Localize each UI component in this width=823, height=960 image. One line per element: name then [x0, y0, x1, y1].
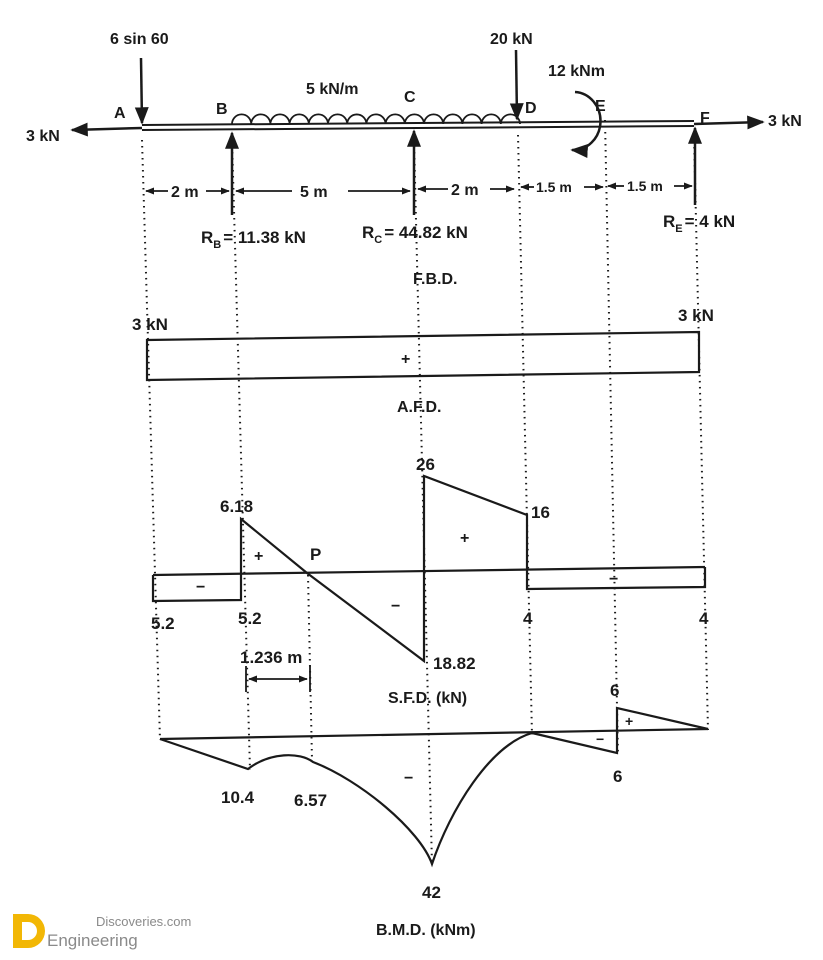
beam-bottom-edge — [141, 125, 695, 131]
guide-line-e — [604, 119, 619, 756]
sfd-baseline — [152, 565, 706, 577]
point-load-arrow-a — [134, 57, 149, 125]
bmd-negative-curve — [159, 731, 533, 868]
bmd-baseline — [159, 727, 709, 741]
bmd-title: B.M.D. (kNm) — [376, 922, 476, 939]
sfd-sign-plus-b: + — [254, 548, 263, 565]
logo-icon — [13, 914, 45, 948]
sfd-label-52-right: 5.2 — [238, 609, 262, 628]
beam-top-edge — [141, 120, 695, 126]
sfd-label-p: P — [310, 545, 321, 564]
bmd-sign-minus-e: − — [596, 731, 604, 747]
bmd-e-segment — [531, 706, 709, 755]
reaction-label-c: RC= 44.82 kN — [362, 223, 468, 246]
guide-line-d — [517, 134, 533, 736]
point-label-e: E — [595, 98, 606, 115]
point-label-c: C — [404, 89, 416, 106]
afd-label-right: 3 kN — [678, 306, 714, 325]
axial-label-left: 3 kN — [26, 128, 60, 145]
afd-sign: + — [401, 351, 410, 368]
point-load-arrow-d — [509, 49, 524, 121]
sfd-label-16: 16 — [531, 503, 550, 522]
dim-label-ef: 1.5 m — [627, 178, 663, 194]
bmd-label-657: 6.57 — [294, 791, 327, 810]
bmd-label-6-top: 6 — [610, 681, 619, 700]
logo-text-top: Discoveries.com — [96, 914, 191, 929]
sfd-label-618: 6.18 — [220, 497, 253, 516]
point-label-a: A — [114, 105, 126, 122]
dim-label-de: 1.5 m — [536, 179, 572, 195]
dimension-lines: 2 m 5 m 2 m 1.5 m 1.5 m — [145, 178, 693, 201]
axial-force-diagram: 3 kN 3 kN + A.F.D. — [132, 306, 714, 416]
bmd-sign-minus-mid: − — [404, 770, 413, 787]
udl-coil — [231, 113, 521, 125]
afd-rectangle — [145, 330, 701, 382]
bmd-label-6-bottom: 6 — [613, 767, 622, 786]
dim-label-ab: 2 m — [171, 184, 199, 201]
bmd-sign-plus-e: + — [625, 713, 633, 729]
sfd-label-26: 26 — [416, 455, 435, 474]
moment-arc — [570, 90, 602, 158]
point-label-f: F — [700, 110, 710, 127]
shear-force-diagram: 26 6.18 16 P 5.2 5.2 4 4 18.82 − + − + −… — [151, 455, 709, 707]
watermark-logo: Discoveries.com Engineering — [13, 914, 191, 950]
sfd-sign-minus-mid: − — [391, 598, 400, 615]
moment-label: 12 kNm — [548, 63, 605, 80]
sfd-sign-minus-right: − — [609, 571, 618, 588]
udl-label: 5 kN/m — [306, 81, 358, 98]
sfd-title: S.F.D. (kN) — [388, 690, 467, 707]
point-label-d: D — [525, 100, 537, 117]
bmd-label-104: 10.4 — [221, 788, 255, 807]
axial-arrow-right — [693, 115, 765, 130]
sfd-label-1882: 18.82 — [433, 654, 476, 673]
sfd-sign-minus-left: − — [196, 579, 205, 596]
sfd-outline — [151, 474, 707, 664]
point-label-b: B — [216, 101, 228, 118]
dim-label-bc: 5 m — [300, 184, 328, 201]
afd-label-left: 3 kN — [132, 315, 168, 334]
fbd-title: F.B.D. — [413, 271, 457, 288]
point-load-label-d: 20 kN — [490, 31, 533, 48]
logo-text-bottom: Engineering — [47, 931, 138, 950]
dim-label-cd: 2 m — [451, 182, 479, 199]
point-load-label-a: 6 sin 60 — [110, 31, 169, 48]
axial-label-right: 3 kN — [768, 113, 802, 130]
reaction-label-b: RB= 11.38 kN — [201, 228, 306, 251]
guide-line-p — [307, 574, 313, 761]
guide-line-c — [413, 139, 433, 866]
sfd-label-4-f: 4 — [699, 609, 709, 628]
axial-arrow-left — [70, 122, 143, 137]
guide-lines — [141, 119, 709, 866]
sfd-label-4-d: 4 — [523, 609, 533, 628]
sfd-dim-label: 1.236 m — [240, 648, 302, 667]
sfd-label-52-left: 5.2 — [151, 614, 175, 633]
guide-line-a — [141, 139, 161, 741]
reaction-label-e: RE= 4 kN — [663, 212, 735, 235]
sfd-sign-plus-c: + — [460, 530, 469, 547]
bmd-label-42: 42 — [422, 883, 441, 902]
free-body-diagram: 3 kN 3 kN 6 sin 60 20 kN 5 kN/m 12 kNm A… — [26, 31, 802, 288]
bending-moment-diagram: 6 6 10.4 6.57 42 − − + B.M.D. (kNm) — [159, 681, 709, 939]
afd-title: A.F.D. — [397, 399, 441, 416]
